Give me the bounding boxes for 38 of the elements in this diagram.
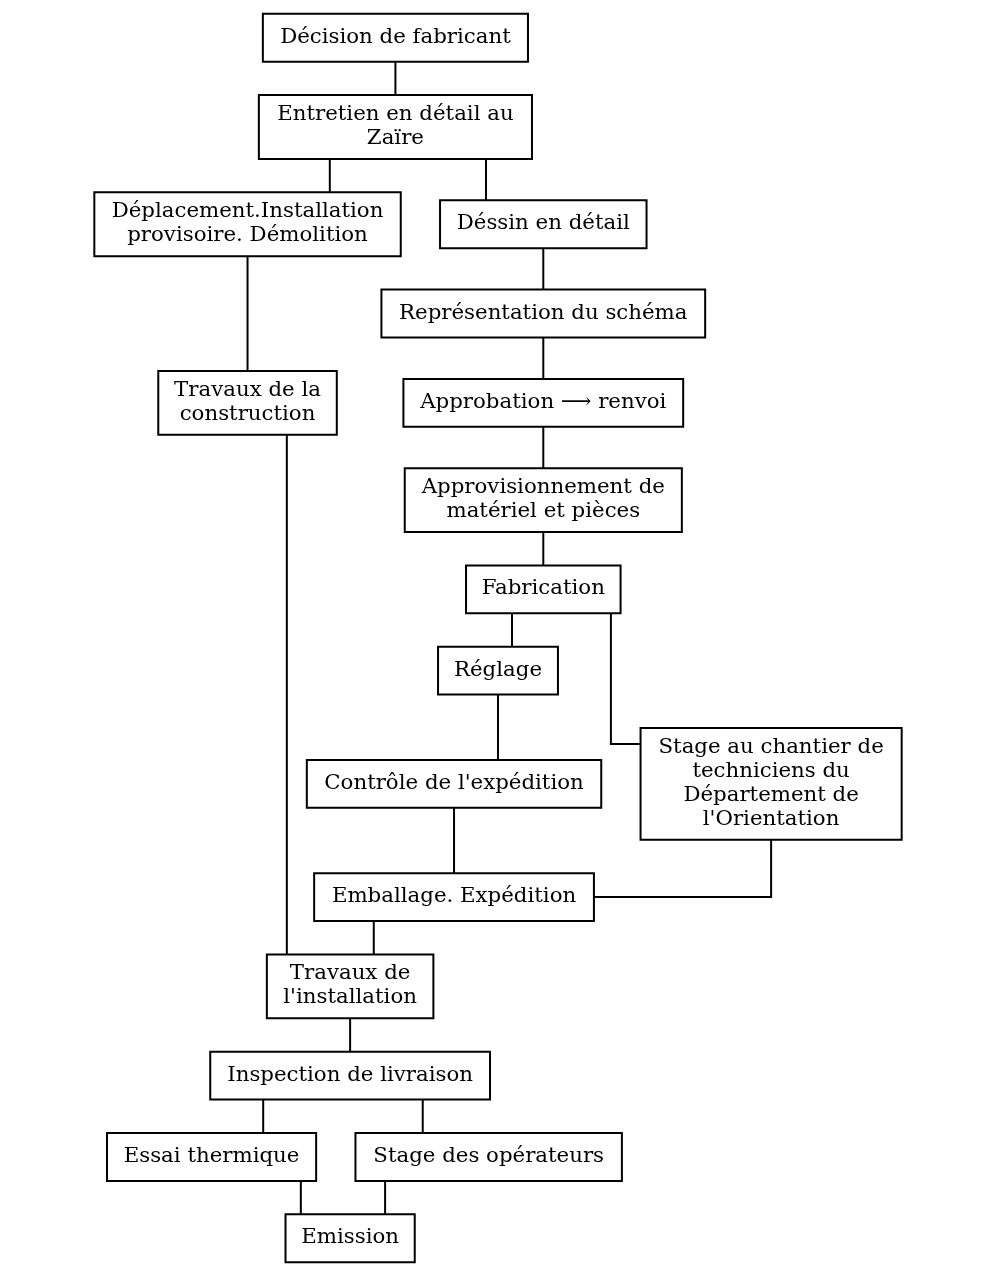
node-box: Emballage. Expédition (312, 872, 595, 923)
node-box: Approvisionnement de matériel et pièces (403, 467, 683, 534)
connector (541, 425, 544, 469)
node-box: Déssin en détail (438, 199, 648, 250)
node-box: Fabrication (464, 564, 622, 615)
connector (246, 255, 249, 372)
connector (609, 612, 641, 745)
node-box: Déplacement.Installation provisoire. Démolition (92, 191, 402, 258)
node-box: Décision de fabricant (261, 12, 529, 63)
connector (592, 838, 772, 899)
connector (541, 247, 544, 291)
node-box: Représentation du schéma (379, 288, 706, 339)
connector (421, 1099, 424, 1134)
connector (510, 612, 513, 648)
connector (328, 158, 331, 193)
connector (383, 1180, 386, 1215)
node-box: Essai thermique (105, 1131, 317, 1182)
node-box: Travaux de l'installation (265, 953, 434, 1020)
node-box: Stage au chantier de techniciens du Département de l'Orientation (639, 726, 903, 841)
node-box: Approbation ⟶ renvoi (401, 377, 684, 428)
connector (348, 1017, 351, 1053)
connector (285, 434, 288, 956)
node-box: Travaux de la construction (156, 369, 338, 436)
connector (299, 1180, 302, 1215)
node-box: Stage des opérateurs (353, 1131, 623, 1182)
connector (393, 61, 396, 96)
connector (541, 531, 544, 567)
node-box: Inspection de livraison (208, 1050, 491, 1101)
node-box: Entretien en détail au Zaïre (257, 94, 533, 161)
connector (372, 920, 375, 956)
connector (496, 693, 499, 761)
node-box: Emission (284, 1213, 416, 1264)
connector (261, 1099, 264, 1134)
connector (452, 806, 455, 875)
connector (484, 158, 487, 202)
node-box: Contrôle de l'expédition (305, 758, 602, 809)
node-box: Réglage (436, 645, 559, 696)
connector (541, 337, 544, 380)
